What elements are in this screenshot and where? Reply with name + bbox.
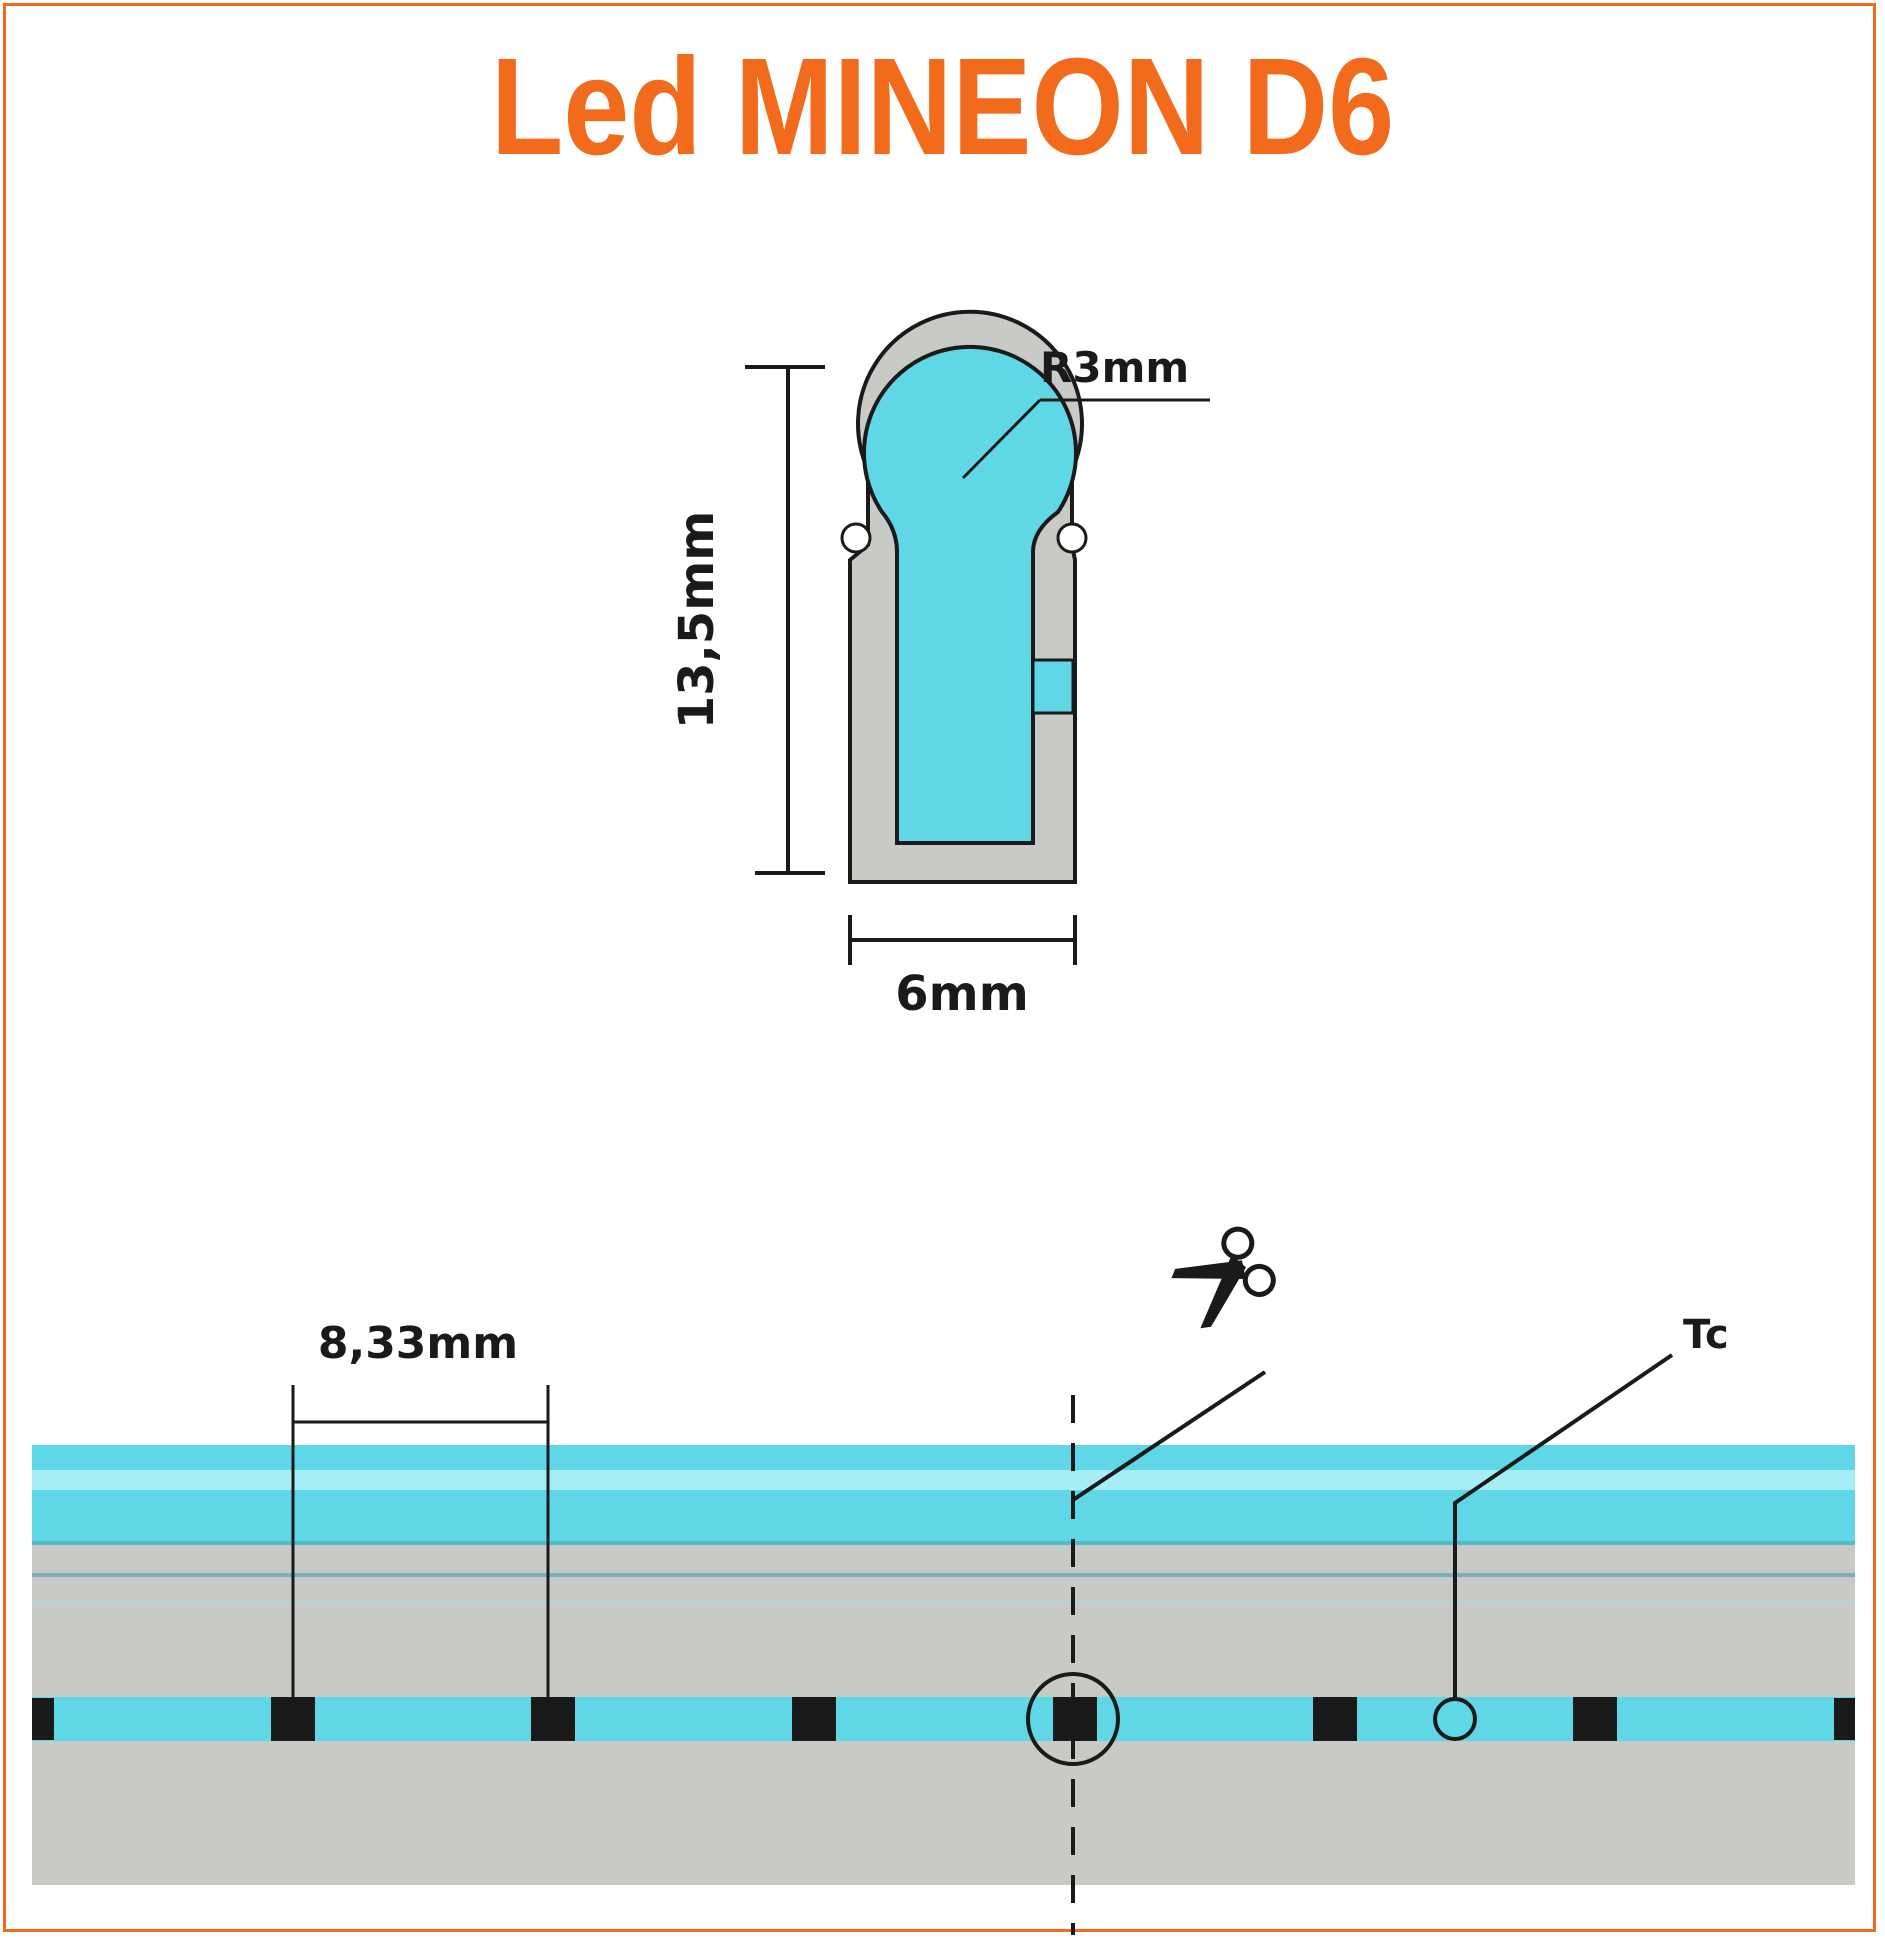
width-label: 6mm	[895, 966, 1028, 1022]
orange-border-frame	[3, 3, 1876, 1932]
pitch-label: 8,33mm	[318, 1318, 518, 1369]
led-chip	[1313, 1697, 1357, 1741]
tc-label: Tc	[1683, 1312, 1729, 1358]
led-chip	[531, 1697, 575, 1741]
cut-marker-circle	[1026, 1672, 1120, 1766]
profile-led-window	[1031, 658, 1075, 715]
tc-point	[1433, 1697, 1477, 1741]
strip-led-track	[32, 1697, 1855, 1741]
led-chip	[271, 1697, 315, 1741]
profile-cross-section: R3mm 13,5mm 6mm	[669, 309, 1210, 1022]
led-chip	[1573, 1697, 1617, 1741]
led-chip	[1834, 1698, 1855, 1740]
led-chip	[792, 1697, 836, 1741]
profile-light-core	[862, 344, 1078, 845]
scissors-icon	[1171, 1226, 1276, 1329]
radius-label: R3mm	[1040, 343, 1189, 392]
page-title: Led MINEON D6	[490, 30, 1395, 184]
profile-notch-left	[840, 522, 872, 554]
profile-notch-right	[1056, 522, 1088, 554]
led-chip	[32, 1698, 54, 1740]
height-label: 13,5mm	[669, 511, 725, 729]
strip-top-view: 8,33mm Tc	[32, 1226, 1855, 1935]
strip-light-band	[32, 1445, 1855, 1543]
